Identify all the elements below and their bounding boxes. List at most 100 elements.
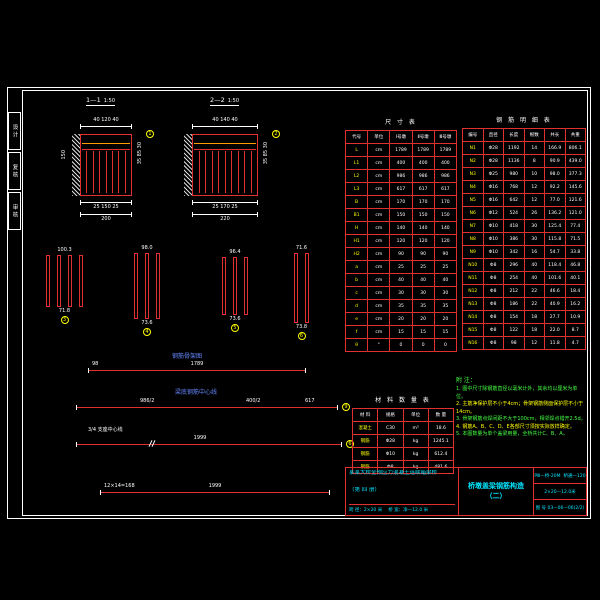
column-header: 数 量 [427,408,455,422]
table-cell: B [344,195,369,209]
table-cell: 125.4 [544,219,566,233]
rebar-detail-3: 96.4 73.6 5 [222,250,248,332]
rebar-bubble: 3 [60,316,69,324]
rebar-line [105,151,107,193]
skeleton-label: 钢筋骨架图 [172,353,203,360]
notes-list: 1. 图中尺寸除钢筋直径以毫米计外，其余均以厘米为单位。2. 主筋净保护层不小于… [456,386,587,439]
table-cell: 524 [503,206,525,220]
table-cell: 15 [389,325,413,339]
table-cell: 154 [503,310,525,324]
dim-line [80,212,132,217]
skeleton-dim: 1789 [190,361,204,367]
table-cell: 0 [433,338,458,352]
table-cell: 35 [411,299,435,313]
table-cell: 40 [389,273,413,287]
table-cell: 90 [433,247,458,261]
note-item: 2. 主筋净保护层不小于4cm；骨架钢筋侧面保护层不小于14cm。 [456,401,584,415]
table-cell: 986 [411,169,435,183]
table-cell: 30 [433,286,458,300]
table-cell: 18 [523,323,545,337]
table-cell: 140 [411,221,435,235]
table-cell: L [344,143,369,157]
centerline-label: 梁底钢筋中心线 [175,389,218,396]
table-cell: L1 [344,156,369,170]
table-cell: 166.9 [544,141,566,155]
table-cell: 26 [523,206,545,220]
column-header: 单位 [402,408,429,422]
table-cell: 986 [433,169,458,183]
table-cell: 642 [503,193,525,207]
skeleton-line-3 [76,442,342,447]
skeleton-dim: 400/2 [246,398,261,404]
table-cell: Φ12 [482,206,504,220]
column-header: 代号 [344,130,369,144]
table-cell: 30 [411,286,435,300]
skeleton-dim: 1999 [208,483,222,489]
rebar-line [205,151,206,193]
table-cell: 122 [503,323,525,337]
rebar-line [118,151,120,193]
dim-line [80,200,132,205]
sheet-number: 图 号 03—06—06(2/2) [535,505,585,511]
column-header: 直径 [482,128,504,142]
table-cell: 1136 [503,154,525,168]
table-cell: 617 [411,182,435,196]
table-cell: 1789 [433,143,458,157]
rebar-line [233,257,237,315]
table-cell: 混凝土 [351,421,379,435]
title-block-refs: PⅢ—桥-20M 桥通—120 2×20—12.0米 图 号 03—06—06(… [534,468,586,515]
table-cell: N12 [462,284,484,298]
table-cell: 77.0 [544,193,566,207]
table-cell: θ [344,338,369,352]
table-cell: N7 [462,219,484,233]
section-2-right-dims: 35 85 30 [263,142,269,165]
table-cell: C30 [377,421,404,435]
rebar-line [156,253,160,319]
table-cell: 121.6 [564,193,586,207]
table-cell: 8.7 [564,323,586,337]
section-1-body [80,134,132,196]
table-cell: N3 [462,167,484,181]
table-cell: kg [402,434,429,448]
column-header: 共重 [564,128,586,142]
table-cell: H2 [344,247,369,261]
table-cell: 1789 [389,143,413,157]
table-cell: 18.6 [427,421,455,435]
table-cell: e [344,312,369,326]
column-header: 根数 [523,128,545,142]
table-cell: 170 [411,195,435,209]
span-ref: 2×20—12.0米 [534,484,586,500]
table-cell: 25 [411,260,435,274]
table-cell: 16 [523,245,545,259]
table-cell: Φ8 [482,284,504,298]
rebar-line [99,151,101,193]
table-cell: 40.9 [544,297,566,311]
table-cell: kg [402,447,429,461]
table-cell: cm [367,299,391,313]
rebar-line [145,253,149,319]
rebar-line [222,257,226,315]
table-cell: 186 [503,297,525,311]
rebar-bubble: 4 [143,328,151,336]
std-code-1: PⅢ—桥-20M [534,473,561,479]
detail-top-dim: 96.4 [229,249,241,255]
table-cell: cm [367,169,391,183]
table-cell: 118.4 [544,258,566,272]
table-cell: N16 [462,336,484,350]
table-cell: 101.6 [544,271,566,285]
table-cell: N10 [462,258,484,272]
dim-line [192,212,258,217]
table-cell: N9 [462,245,484,259]
table-cell: 400 [433,156,458,170]
table-cell: 16.2 [564,297,586,311]
dim-line [192,124,258,129]
table-cell: cm [367,247,391,261]
table-cell: H1 [344,234,369,248]
table-cell: 140 [433,221,458,235]
detail-bottom-dim: 71.8 [58,308,71,314]
